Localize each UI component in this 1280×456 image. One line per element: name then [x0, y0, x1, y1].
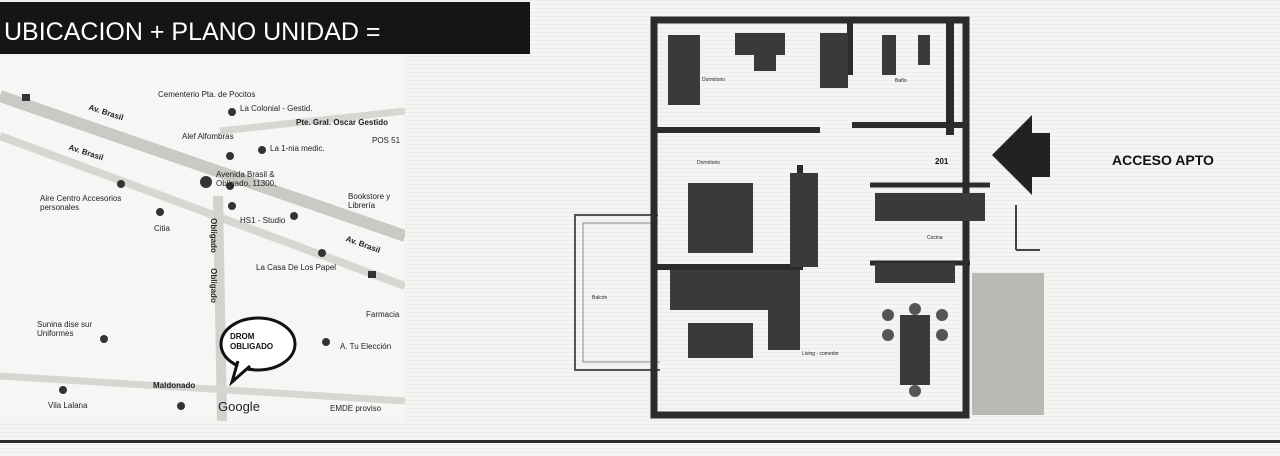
map-pin-icon	[59, 386, 67, 394]
room-label: Dormitorio	[697, 160, 721, 166]
map-pin-icon	[100, 335, 108, 343]
access-label: ACCESO APTO	[1112, 152, 1214, 168]
place-label: La 1-nia medic.	[270, 144, 325, 153]
map-pin-icon	[228, 108, 236, 116]
speech-bubble-icon	[219, 316, 297, 387]
place-label: Vila Lalana	[48, 401, 88, 410]
place-label: Avenida Brasil & Obligado, 11300,	[216, 170, 277, 188]
arrow-left-icon	[992, 115, 1050, 195]
map-pin-icon	[258, 146, 266, 154]
floor-plan: Dormitorio Baño Dormitorio Cocina Balcón…	[570, 15, 1050, 420]
bubble-text: DROM OBLIGADO	[230, 332, 274, 351]
place-label: Aire Centro Accesorios personales	[40, 194, 122, 212]
place-label: POS 51	[372, 136, 401, 145]
place-label: HS1 - Studio	[240, 216, 286, 225]
map-pin-icon	[226, 182, 234, 190]
room-label: Balcón	[592, 295, 608, 301]
map-pin-icon	[228, 202, 236, 210]
map-pin-icon	[322, 338, 330, 346]
room-label: Living - comedor	[802, 351, 839, 357]
room-label: Cocina	[927, 235, 943, 241]
floor-plan-drawing	[574, 16, 1050, 419]
map-pin-icon	[200, 176, 212, 188]
place-label: Alef Alfombras	[182, 132, 234, 141]
bottom-border	[0, 440, 1280, 443]
map-pin-icon	[156, 208, 164, 216]
place-label: A. Tu Elección	[340, 342, 392, 351]
map-pin-icon	[177, 402, 185, 410]
place-label: EMDE proviso	[330, 404, 382, 413]
street-label: Obligado	[208, 268, 218, 303]
street-label: Pte. Gral. Oscar Gestido	[296, 118, 389, 127]
map-pin-icon	[226, 152, 234, 160]
google-logo: Google	[218, 399, 260, 414]
place-label: Farmacia	[366, 310, 400, 319]
place-label: Cementerio Pta. de Pocitos	[158, 90, 256, 99]
place-label: Sunina dise sur Uniformes	[37, 320, 93, 338]
room-label: Dormitorio	[702, 77, 726, 83]
place-label: La Casa De Los Papel	[256, 263, 337, 272]
place-label: Citia	[154, 224, 171, 233]
page-title: UBICACION + PLANO UNIDAD =	[0, 2, 530, 54]
unit-number: 201	[935, 157, 949, 166]
room-label: Baño	[895, 78, 907, 84]
place-label: Bookstore y Librería	[348, 192, 391, 210]
map-pin-icon	[117, 180, 125, 188]
street-label: Obligado	[208, 218, 218, 253]
map-pin-icon	[290, 212, 298, 220]
place-label: La Colonial - Gestid.	[240, 104, 313, 113]
street-label: Maldonado	[153, 381, 196, 390]
location-map: Av. Brasil Av. Brasil Av. Brasil Obligad…	[0, 56, 405, 421]
map-pin-icon	[318, 249, 326, 257]
map-streets	[0, 90, 405, 421]
